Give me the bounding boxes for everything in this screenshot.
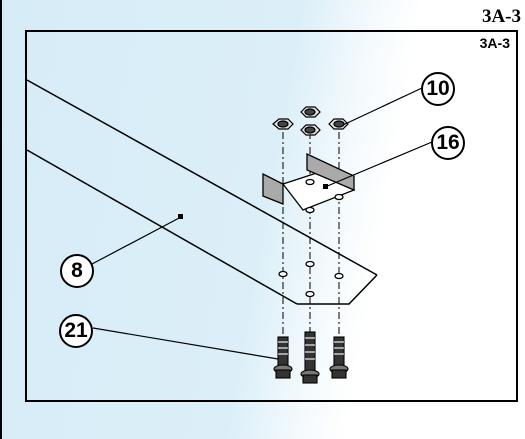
leader-8 [91, 216, 182, 265]
figure-frame: 3A-3 [25, 30, 518, 402]
bolt [273, 336, 293, 379]
leader-10 [342, 87, 423, 126]
bolt-parts [273, 331, 349, 384]
rail-end [297, 274, 378, 305]
nut [300, 106, 321, 118]
bracket-left-flange [262, 172, 284, 205]
callout-16: 16 [431, 126, 465, 160]
nut [300, 124, 321, 136]
nut [272, 118, 294, 130]
hole [305, 290, 315, 298]
leader-tip-16 [323, 184, 328, 189]
bolt [329, 336, 349, 379]
hole [278, 270, 288, 278]
callout-10: 10 [421, 72, 455, 106]
figure-label: 3A-3 [479, 35, 510, 51]
bracket-hole [305, 206, 315, 214]
bracket-right-flange [306, 152, 355, 191]
nut-parts [272, 106, 349, 136]
bracket-part [262, 152, 356, 214]
leader-tip-8 [178, 214, 183, 219]
assembly-diagram [27, 79, 433, 384]
callout-8: 8 [60, 254, 94, 288]
rail-holes [278, 260, 344, 298]
leader-tips [178, 184, 328, 219]
bracket-hole [305, 178, 315, 186]
nut [328, 118, 349, 130]
rail-top-edge [27, 79, 378, 276]
hole [334, 272, 344, 280]
leader-16 [324, 141, 433, 188]
page-label: 3A-3 [481, 6, 521, 27]
leader-lines [91, 87, 433, 360]
hole [305, 260, 315, 268]
bolt [300, 331, 320, 384]
callout-21: 21 [59, 314, 93, 348]
leader-21 [92, 327, 279, 360]
bracket-hole [334, 193, 344, 201]
